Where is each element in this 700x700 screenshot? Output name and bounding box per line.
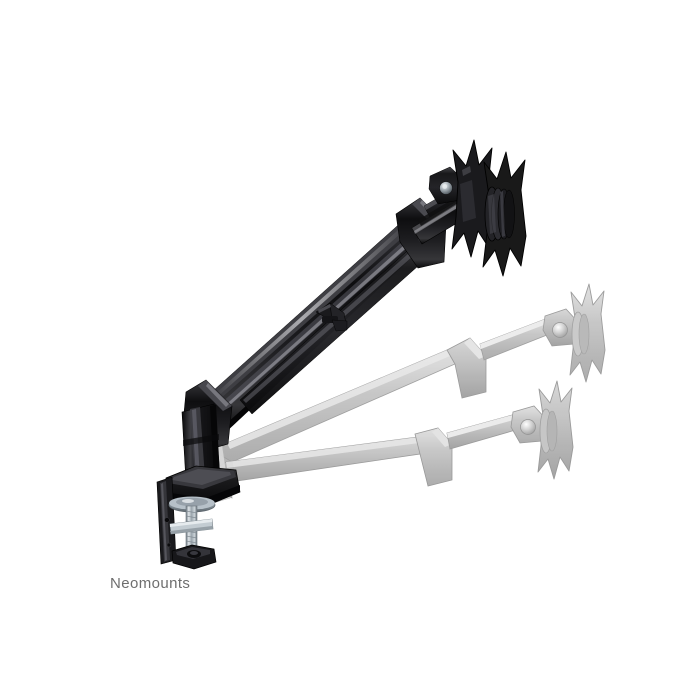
brand-wordmark: Neomounts — [110, 575, 191, 592]
vesa-head-primary — [482, 151, 527, 277]
ghost-low-upper-arm — [446, 413, 520, 450]
column — [181, 403, 221, 483]
ghost-mid-elbow — [446, 337, 487, 399]
ghost-mid-upper-arm — [479, 317, 553, 361]
ghost-low-vesa-plate — [537, 380, 574, 480]
ghost-position-mid — [214, 283, 606, 479]
ghost-mid-vesa-plate — [569, 283, 606, 383]
tension-lever[interactable] — [315, 302, 348, 332]
clamp-post — [156, 476, 177, 565]
ghost-low-elbow — [414, 427, 453, 487]
gas-spring-arm — [195, 219, 437, 431]
vesa-head-secondary — [451, 139, 494, 258]
ghost-position-low — [212, 380, 574, 499]
desk-clamp[interactable] — [168, 496, 217, 570]
